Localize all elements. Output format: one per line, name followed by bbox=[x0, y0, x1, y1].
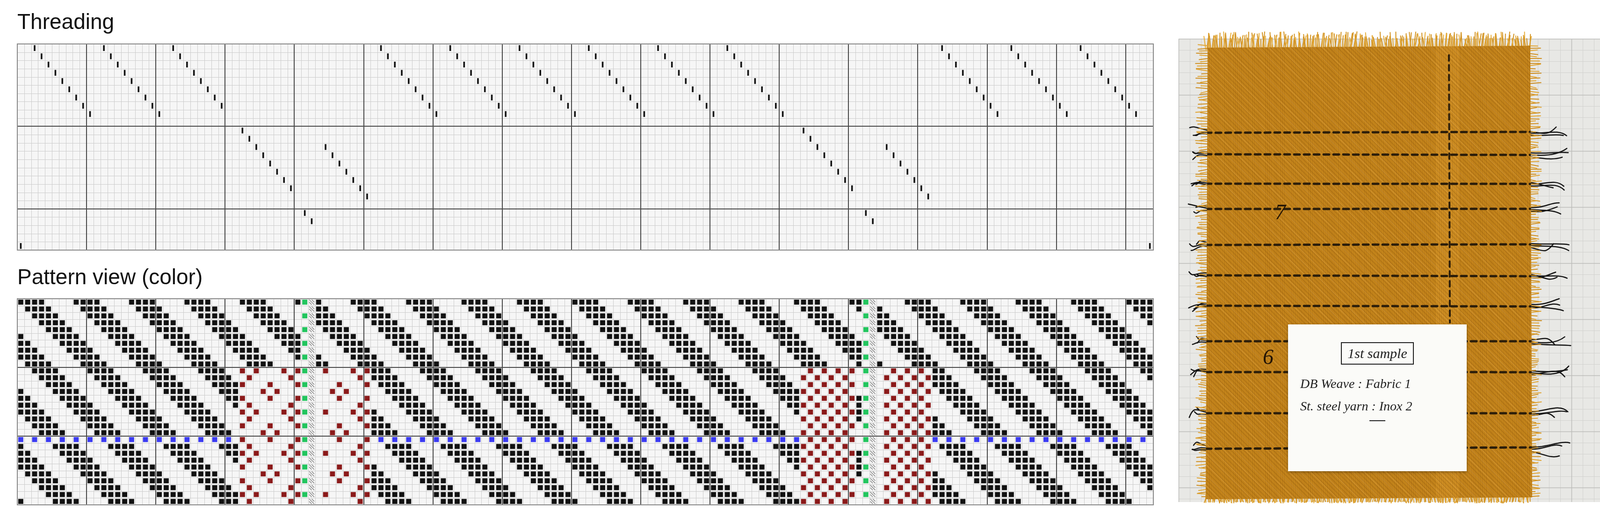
handwritten-number: 6 bbox=[1262, 345, 1274, 370]
section-heading: Pattern view (color) bbox=[17, 264, 203, 290]
card-underline bbox=[1369, 420, 1386, 422]
card-text: St. steel yarn : Inox 2 bbox=[1300, 398, 1413, 414]
label-card: 1st sample DB Weave : Fabric 1 St. steel y… bbox=[1288, 324, 1467, 472]
card-text: DB Weave : Fabric 1 bbox=[1300, 376, 1412, 391]
card-text-line: 1st sample bbox=[1300, 342, 1455, 370]
section-heading: Threading bbox=[17, 9, 115, 35]
card-text-line: St. steel yarn : Inox 2 bbox=[1300, 398, 1455, 415]
card-heading: 1st sample bbox=[1340, 342, 1414, 365]
card-text-line: DB Weave : Fabric 1 bbox=[1300, 376, 1455, 392]
handwritten-number: 7 bbox=[1274, 200, 1286, 225]
